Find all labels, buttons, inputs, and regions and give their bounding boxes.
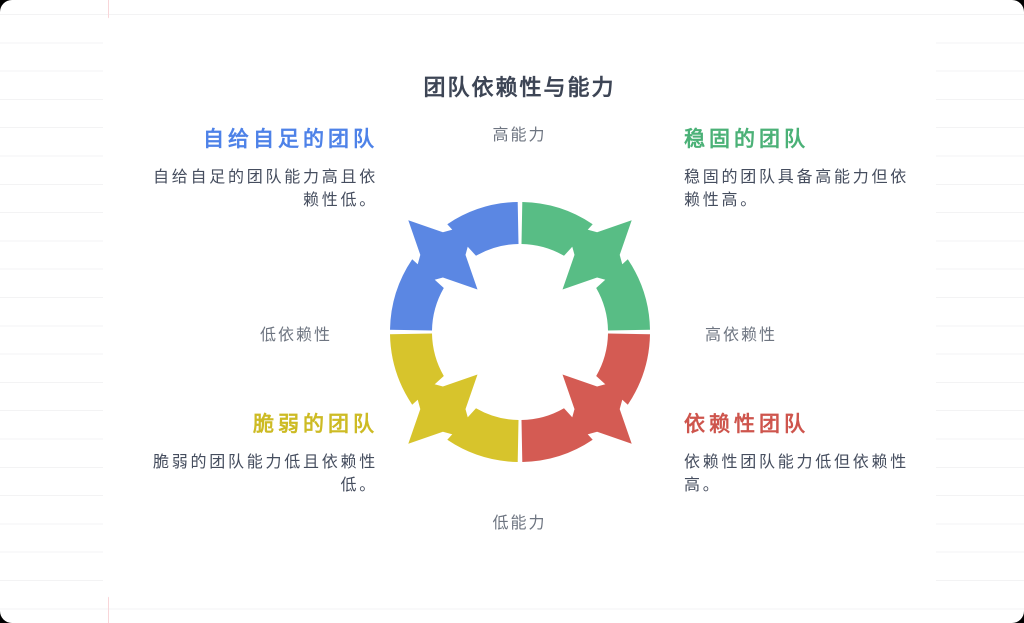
quadrant-description: 自给自足的团队能力高且依赖性低。 [152,167,378,209]
quadrant-block-top-left: 自给自足的团队 自给自足的团队能力高且依赖性低。 [148,125,378,211]
diagram-title: 团队依赖性与能力 [423,76,616,101]
quadrant-heading: 依赖性团队 [684,412,809,436]
quadrant-heading: 稳固的团队 [684,127,809,151]
quadrant-block-bottom-right: 依赖性团队 依赖性团队能力低但依赖性高。 [684,410,914,496]
quadrant-description: 脆弱的团队能力低且依赖性低。 [152,452,378,494]
quadrant-description: 稳固的团队具备高能力但依赖性高。 [684,167,910,209]
axis-label-high-dependency: 高依赖性 [705,325,778,344]
axis-label-low-capability: 低能力 [492,513,547,532]
wheel-segment-bottom-left [390,333,519,462]
quadrant-block-top-right: 稳固的团队 稳固的团队具备高能力但依赖性高。 [684,125,914,211]
quadrant-heading: 自给自足的团队 [203,127,378,151]
quadrant-description: 依赖性团队能力低但依赖性高。 [684,452,910,494]
quadrant-block-bottom-left: 脆弱的团队 脆弱的团队能力低且依赖性低。 [148,410,378,496]
quadrant-heading: 脆弱的团队 [253,412,378,436]
diagram-canvas: 团队依赖性与能力 高能力 低能力 低依赖性 高依赖性 自给自足的团队 自给自足的… [103,15,936,600]
cycle-wheel [390,202,650,462]
axis-label-high-capability: 高能力 [492,125,547,144]
axis-label-low-dependency: 低依赖性 [259,325,332,344]
wheel-segment-bottom-right [521,333,650,462]
wheel-segment-top-left [390,202,519,331]
wheel-segment-top-right [521,202,650,331]
